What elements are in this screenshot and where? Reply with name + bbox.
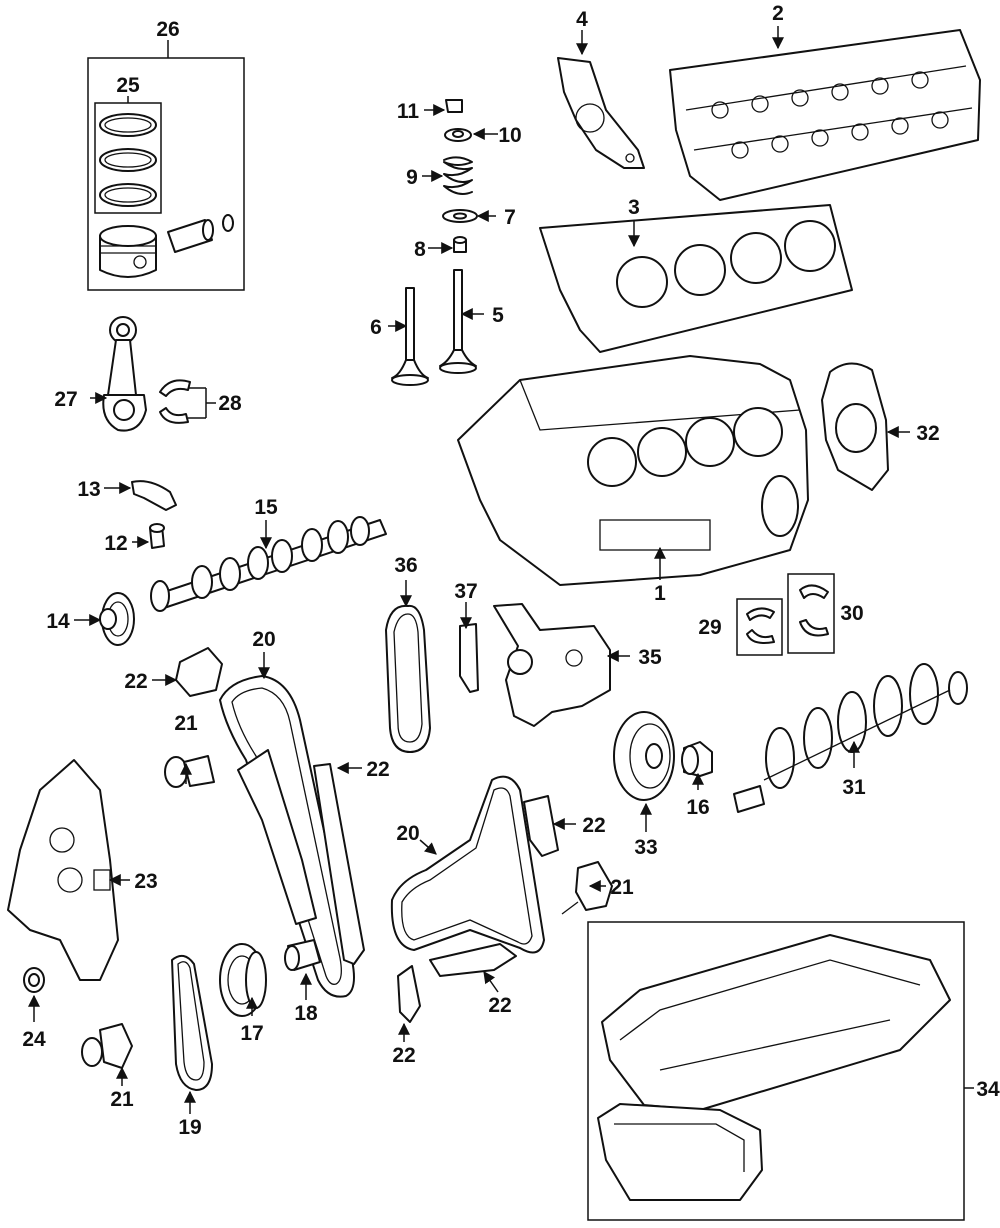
callout-21-upper: 21 xyxy=(174,712,198,735)
rod-bearing-pair xyxy=(159,379,216,424)
crank-sprocket xyxy=(219,943,267,1017)
callout-8: 8 xyxy=(414,238,426,261)
callout-26: 26 xyxy=(156,18,179,41)
piston-ring-set xyxy=(99,113,157,207)
head-gasket xyxy=(539,204,853,353)
hydraulic-lifter xyxy=(149,523,165,549)
callout-20-left: 20 xyxy=(252,628,275,651)
callout-13: 13 xyxy=(77,478,100,501)
callout-25: 25 xyxy=(116,74,140,97)
callout-12: 12 xyxy=(104,532,127,555)
crank-pulley-damper xyxy=(613,711,675,801)
cam-sprocket xyxy=(99,592,135,646)
upper-oil-pan xyxy=(601,934,951,1111)
callout-33: 33 xyxy=(634,836,657,859)
callout-22-lower-right: 22 xyxy=(488,994,511,1017)
callout-34: 34 xyxy=(976,1078,1000,1101)
callout-28: 28 xyxy=(218,392,242,415)
callout-17: 17 xyxy=(240,1022,263,1045)
callout-7: 7 xyxy=(504,206,516,229)
chain-sprocket-bushing xyxy=(284,939,321,971)
oil-pan-box xyxy=(587,921,974,1221)
pin-clip xyxy=(222,214,234,232)
valve-spring xyxy=(443,156,473,195)
piston-pin xyxy=(167,219,214,253)
callout-21-lower: 21 xyxy=(110,1088,134,1111)
callout-31: 31 xyxy=(842,776,866,799)
main-bearing-box-upper xyxy=(787,573,835,654)
intake-valve xyxy=(391,287,429,386)
piston-kit-box xyxy=(87,40,245,291)
callout-23: 23 xyxy=(134,870,157,893)
oil-pump-chain-guide xyxy=(459,623,479,693)
callout-22-right: 22 xyxy=(582,814,605,837)
callout-6: 6 xyxy=(370,316,382,339)
callout-22-middle: 22 xyxy=(366,758,389,781)
callout-14: 14 xyxy=(46,610,70,633)
callout-11: 11 xyxy=(397,100,420,123)
chain-guide-lower-center xyxy=(397,965,421,1023)
callout-labels: 1 2 3 4 5 6 7 8 9 10 11 12 13 14 15 16 1… xyxy=(22,2,1000,1139)
camshaft xyxy=(150,516,387,612)
leader-lines xyxy=(28,26,910,1114)
chain-guide-left xyxy=(313,763,365,965)
callout-37: 37 xyxy=(454,580,477,603)
callout-9: 9 xyxy=(406,166,418,189)
callout-29: 29 xyxy=(698,616,721,639)
chain-tensioner-left xyxy=(164,755,215,788)
cover-seal xyxy=(23,967,45,993)
chain-guide-upper-left xyxy=(175,647,223,697)
chain-tensioner-right xyxy=(561,861,613,915)
piston xyxy=(99,225,157,278)
crankshaft xyxy=(733,663,968,813)
chain-guide-right-upper xyxy=(523,795,559,857)
callout-5: 5 xyxy=(492,304,504,327)
callout-30: 30 xyxy=(840,602,863,625)
cylinder-head xyxy=(669,29,981,201)
timing-chain-right xyxy=(390,775,545,954)
lower-oil-pan xyxy=(597,1103,763,1201)
engine-block xyxy=(457,355,809,586)
spring-seat xyxy=(442,209,478,223)
cam-housing-cover xyxy=(557,57,645,169)
chain-guide-lower-right xyxy=(429,943,517,977)
callout-22-lower-center: 22 xyxy=(392,1044,415,1067)
oil-pump-chain xyxy=(385,604,431,753)
balance-shaft-chain xyxy=(171,954,213,1091)
callout-32: 32 xyxy=(916,422,939,445)
connecting-rod xyxy=(102,316,147,432)
callout-15: 15 xyxy=(254,496,278,519)
valve-keeper xyxy=(445,99,463,113)
callout-22-upper-left: 22 xyxy=(124,670,147,693)
rear-cover xyxy=(821,362,889,491)
callout-36: 36 xyxy=(394,554,417,577)
rocker-arm xyxy=(131,480,177,511)
front-crank-seal xyxy=(681,741,713,777)
main-bearing-box-lower xyxy=(736,598,783,656)
valve-stem-seal xyxy=(453,236,467,253)
callout-19: 19 xyxy=(178,1116,201,1139)
callout-27: 27 xyxy=(54,388,77,411)
callout-24: 24 xyxy=(22,1028,46,1051)
callout-2: 2 xyxy=(772,2,784,25)
callout-10: 10 xyxy=(498,124,521,147)
chain-tensioner-rail-left xyxy=(237,749,317,925)
callout-35: 35 xyxy=(638,646,662,669)
callout-4: 4 xyxy=(576,8,588,31)
callout-1: 1 xyxy=(654,582,666,605)
exhaust-valve xyxy=(439,269,477,374)
callout-18: 18 xyxy=(294,1002,318,1025)
callout-21-right: 21 xyxy=(610,876,634,899)
chain-tensioner-lower xyxy=(81,1023,133,1069)
callout-16: 16 xyxy=(686,796,709,819)
oil-pump xyxy=(493,603,611,727)
valve-retainer xyxy=(444,128,472,142)
timing-cover xyxy=(7,759,119,981)
callout-20-right: 20 xyxy=(396,822,419,845)
callout-3: 3 xyxy=(628,196,640,219)
